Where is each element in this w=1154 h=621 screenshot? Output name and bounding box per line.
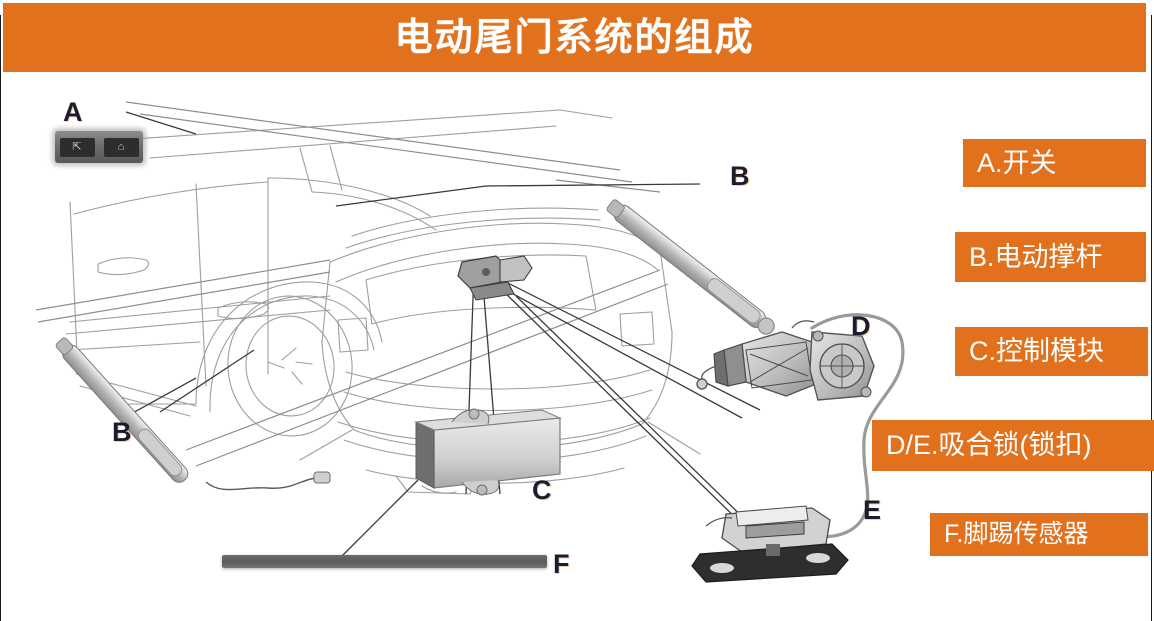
legend-item-power-strut: B.电动撑杆 <box>955 232 1146 282</box>
vehicle-latch-detail <box>457 255 533 301</box>
tailgate-system-diagram <box>0 74 1154 621</box>
diagram-linework <box>35 101 905 583</box>
striker-latch <box>691 505 849 583</box>
callout-letter-d: D <box>851 311 871 341</box>
title-banner: 电动尾门系统的组成 <box>3 3 1146 72</box>
legend-item-control-module: C.控制模块 <box>955 327 1148 376</box>
frame-left-border <box>0 15 1 621</box>
legend-item-switch: A.开关 <box>963 139 1146 187</box>
kick-sensor-strip <box>222 555 547 568</box>
power-strut-left-cable <box>205 471 331 491</box>
switch-lock-key: ⌂ <box>103 137 139 157</box>
legend-item-kick-sensor: F.脚踢传感器 <box>930 513 1148 556</box>
page-title: 电动尾门系统的组成 <box>394 16 755 59</box>
leader-lines <box>119 111 763 557</box>
callout-letter-b-right: B <box>730 161 750 191</box>
callout-letter-f: F <box>553 549 570 579</box>
control-module <box>414 408 562 496</box>
tailgate-switch-photo: ⇱ ⌂ <box>55 131 143 163</box>
callout-letter-b-left: B <box>112 417 132 447</box>
cinch-latch-motor <box>713 320 875 401</box>
switch-open-key: ⇱ <box>59 137 95 157</box>
callout-letter-c: C <box>532 475 552 505</box>
frame-right-border <box>1151 15 1152 621</box>
power-strut-right <box>606 199 775 335</box>
reference-rails <box>35 101 669 467</box>
power-strut-left <box>55 337 189 483</box>
callout-letter-a: A <box>63 97 83 127</box>
legend-item-cinch-latch: D/E.吸合锁(锁扣) <box>872 420 1154 471</box>
cinch-cable-loop <box>798 313 905 539</box>
callout-letter-e: E <box>863 495 882 525</box>
